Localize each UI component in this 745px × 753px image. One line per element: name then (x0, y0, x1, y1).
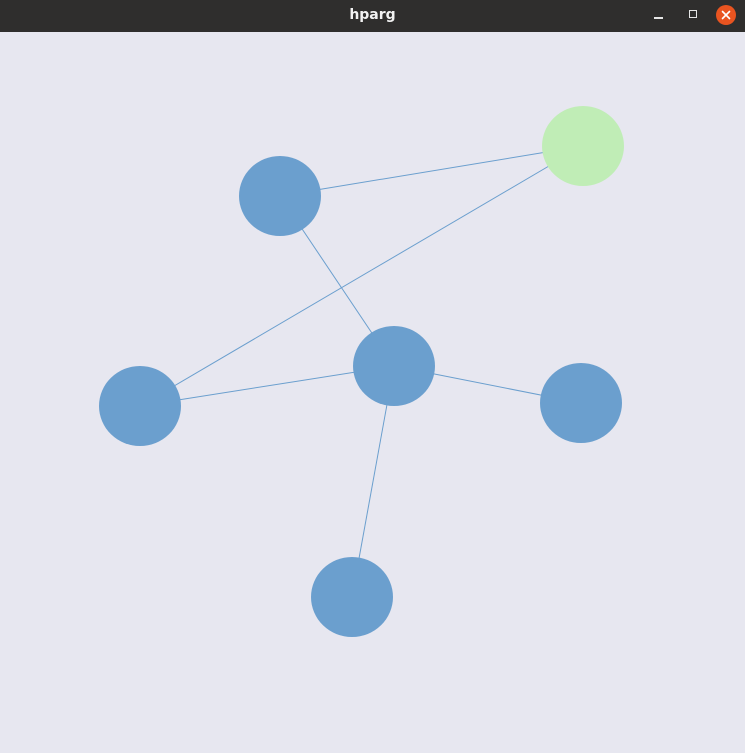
maximize-icon (689, 10, 697, 18)
graph-edge-n2-n3 (139, 145, 584, 407)
graph-edge-n1-n2 (279, 145, 584, 197)
nodes-layer (99, 106, 624, 637)
window-title: hparg (349, 7, 396, 23)
graph-node-n4[interactable] (353, 326, 435, 406)
minimize-icon (654, 17, 663, 19)
graph-node-n1[interactable] (239, 156, 321, 236)
close-icon (716, 5, 736, 25)
close-button[interactable] (714, 4, 738, 28)
minimize-button[interactable] (647, 4, 671, 28)
graph-edge-n3-n4 (139, 365, 395, 407)
graph-node-n3[interactable] (99, 366, 181, 446)
maximize-button[interactable] (681, 4, 705, 28)
graph-svg[interactable] (0, 32, 745, 753)
graph-node-n5[interactable] (540, 363, 622, 443)
title-bar[interactable]: hparg (0, 0, 745, 32)
graph-canvas[interactable] (0, 32, 745, 753)
graph-node-n6[interactable] (311, 557, 393, 637)
graph-node-n2[interactable] (542, 106, 624, 186)
